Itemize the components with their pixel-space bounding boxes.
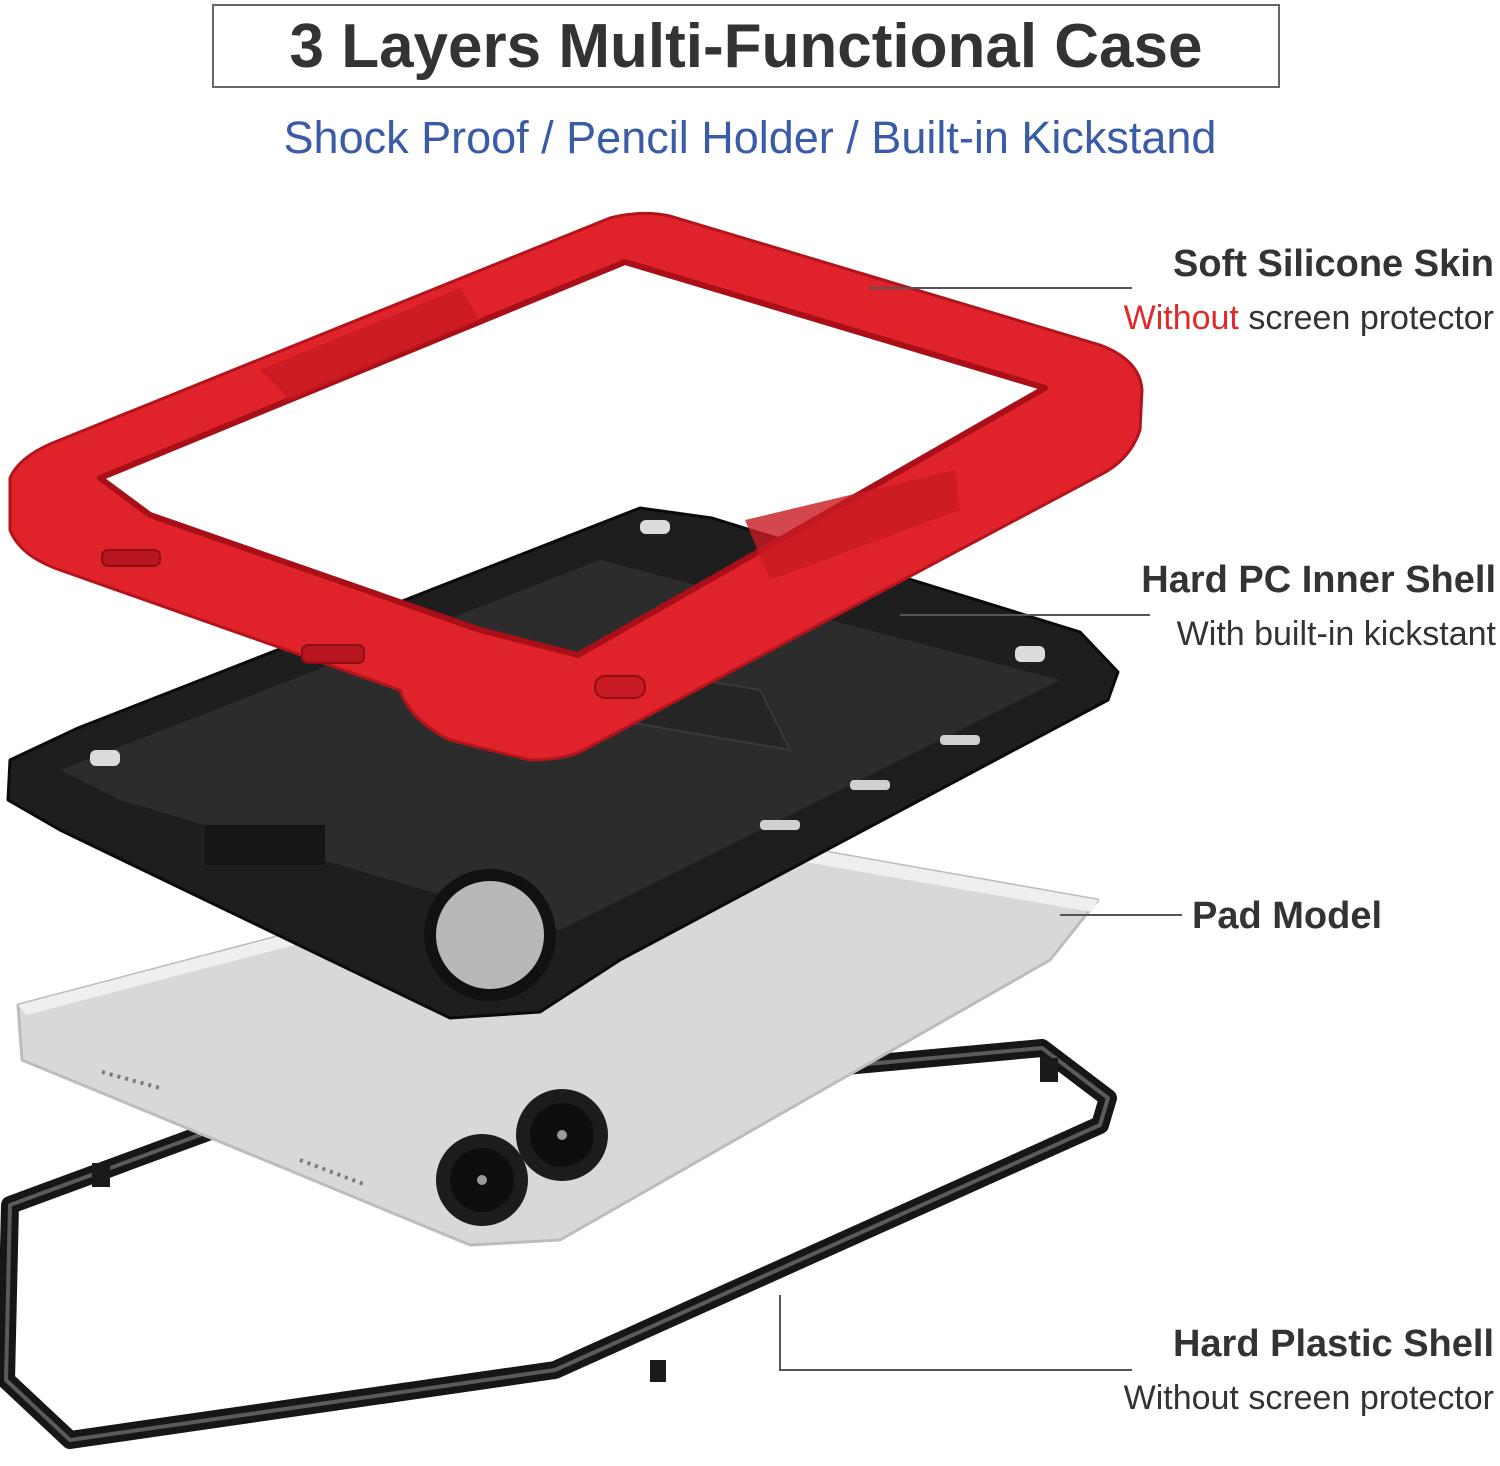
label-silicone-heading: Soft Silicone Skin: [1173, 243, 1494, 285]
soft-silicone-skin: [8, 211, 1144, 762]
page-title: 3 Layers Multi-Functional Case: [289, 11, 1203, 81]
label-plastic-shell: Hard Plastic Shell Without screen protec…: [1124, 1322, 1494, 1418]
title-box: 3 Layers Multi-Functional Case: [212, 4, 1280, 88]
label-silicone-note-highlight: Without: [1123, 299, 1239, 337]
label-plastic-shell-heading: Hard Plastic Shell: [1172, 1323, 1494, 1365]
leader-lines: [779, 287, 1182, 1371]
label-inner-shell-note: With built-in kickstant: [1176, 615, 1496, 653]
label-silicone: Soft Silicone Skin Without screen protec…: [1124, 242, 1494, 338]
label-inner-shell: Hard PC Inner Shell With built-in kickst…: [1141, 558, 1496, 654]
label-plastic-shell-note: Without screen protector: [1123, 1379, 1494, 1417]
page-subtitle: Shock Proof / Pencil Holder / Built-in K…: [283, 112, 1217, 163]
label-silicone-note-rest: screen protector: [1238, 299, 1494, 337]
label-inner-shell-heading: Hard PC Inner Shell: [1141, 559, 1496, 601]
leader-line-plastic-shell: [779, 1295, 1132, 1371]
label-pad: Pad Model: [1192, 894, 1382, 938]
label-pad-heading: Pad Model: [1192, 895, 1383, 937]
label-silicone-note: Without screen protector: [1124, 298, 1494, 338]
